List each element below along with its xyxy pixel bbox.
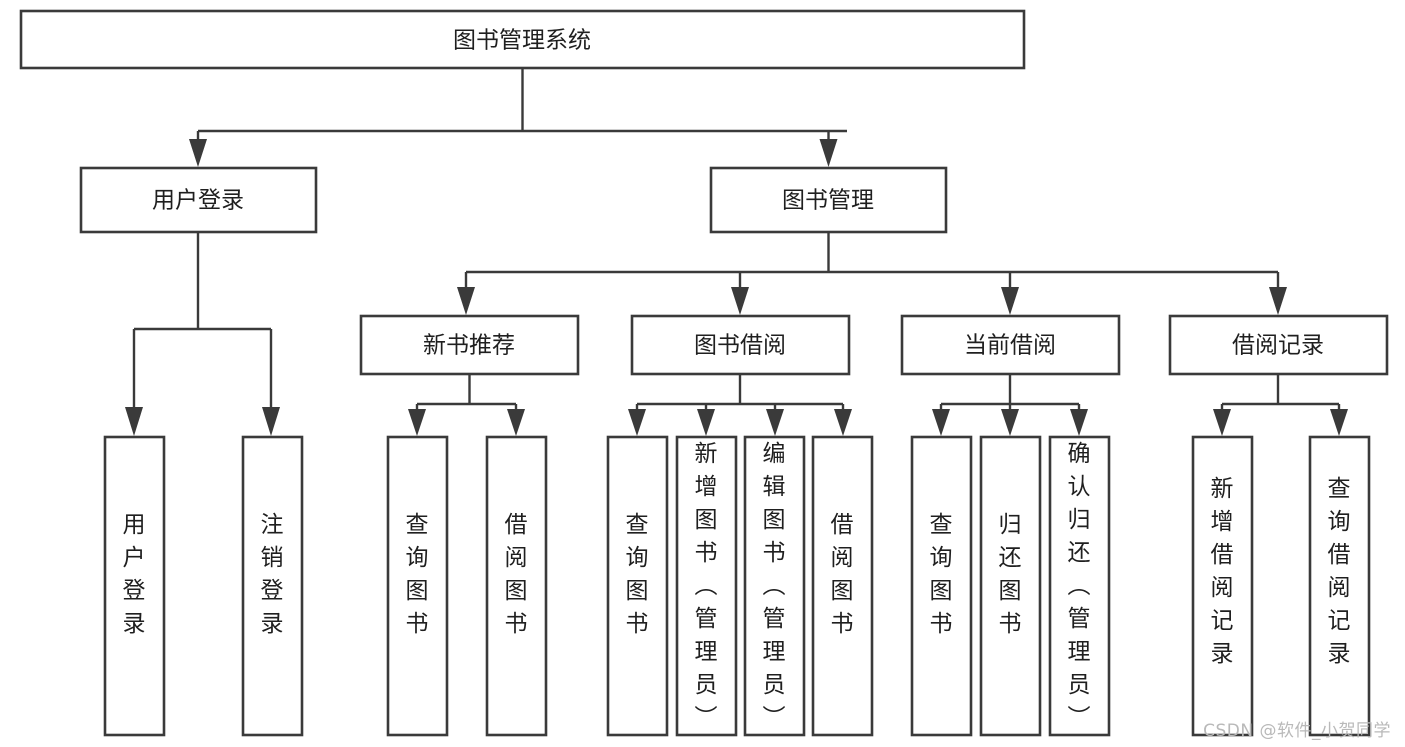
leaf-node[interactable]: 查询借阅记录 — [1308, 435, 1371, 737]
node-book-borrow[interactable]: 图书借阅 — [630, 314, 851, 376]
node-book-manage[interactable]: 图书管理 — [709, 166, 948, 234]
arrow-head-borrowrecord-leaf-2 — [1330, 409, 1348, 436]
leaf-box-currentborrow-confirm-return — [1048, 435, 1111, 737]
node-root-system[interactable]: 图书管理系统 — [19, 9, 1026, 70]
leaf-box-newbook-borrow-book — [485, 435, 548, 737]
leaf-label-currentborrow-return-book: 归还图书 — [999, 512, 1022, 637]
leaf-node[interactable]: 查询图书 — [386, 435, 449, 737]
arrow-head-bookborrow-leaf-4 — [834, 409, 852, 436]
node-new-book-recommend-label: 新书推荐 — [423, 333, 515, 359]
leaf-label-user-login: 用户登录 — [123, 512, 146, 637]
arrow-head-leaf-user-login — [125, 407, 143, 436]
leaf-node[interactable]: 归还图书 — [979, 435, 1042, 737]
arrow-head-currentborrow-leaf-3 — [1070, 409, 1088, 436]
leaf-node[interactable]: 注销登录 — [241, 435, 304, 737]
leaf-box-borrowrecord-query-record — [1308, 435, 1371, 737]
arrow-head-borrow-record — [1269, 287, 1287, 315]
node-current-borrow-box — [900, 314, 1121, 376]
arrow-head-currentborrow-leaf-1 — [932, 409, 950, 436]
node-new-book-recommend[interactable]: 新书推荐 — [359, 314, 580, 376]
leaf-label-logout: 注销登录 — [261, 512, 284, 637]
leaf-label-newbook-borrow-book: 借阅图书 — [505, 512, 528, 637]
arrow-head-newbook-leaf-1 — [408, 409, 426, 436]
arrow-head-borrowrecord-leaf-1 — [1213, 409, 1231, 436]
arrow-head-user-login — [189, 139, 207, 167]
node-new-book-recommend-box — [359, 314, 580, 376]
leaf-label-bookborrow-query-book: 查询图书 — [626, 512, 649, 637]
leaf-node[interactable]: 借阅图书 — [485, 435, 548, 737]
node-user-login-box — [79, 166, 318, 234]
connector-group-current-borrow — [932, 374, 1088, 436]
arrow-head-new-book — [457, 287, 475, 315]
leaf-label-newbook-query-book: 查询图书 — [406, 512, 429, 637]
node-root-box — [19, 9, 1026, 70]
node-book-manage-label: 图书管理 — [782, 188, 874, 214]
leaf-label-currentborrow-query-book: 查询图书 — [930, 512, 953, 637]
leaf-label-borrowrecord-query-record: 查询借阅记录 — [1328, 476, 1351, 667]
connector-group-root — [189, 68, 847, 167]
arrow-head-newbook-leaf-2 — [507, 409, 525, 436]
node-user-login-label: 用户登录 — [152, 188, 244, 214]
leaf-box-bookborrow-add-book — [675, 435, 738, 737]
leaf-box-newbook-query-book — [386, 435, 449, 737]
node-borrow-record[interactable]: 借阅记录 — [1168, 314, 1389, 376]
leaf-node[interactable]: 用户登录 — [103, 435, 166, 737]
arrow-head-current-borrow — [1001, 287, 1019, 315]
node-book-manage-box — [709, 166, 948, 234]
arrow-head-book-manage — [819, 139, 838, 167]
arrow-head-bookborrow-leaf-3 — [766, 409, 784, 436]
arrow-head-bookborrow-leaf-2 — [697, 409, 715, 436]
leaf-box-bookborrow-edit-book — [743, 435, 806, 737]
arrow-head-currentborrow-leaf-2 — [1001, 409, 1019, 436]
leaf-label-bookborrow-add-book: 新增图书︵管理员︶ — [695, 441, 718, 731]
node-root-label: 图书管理系统 — [453, 28, 591, 54]
node-book-borrow-box — [630, 314, 851, 376]
connector-group-book-manage — [457, 232, 1287, 315]
leaf-box-bookborrow-query-book — [606, 435, 669, 737]
connector-group-borrow-record — [1213, 374, 1348, 436]
leaf-label-currentborrow-confirm-return: 确认归还︵管理员︶ — [1068, 441, 1091, 731]
leaf-node[interactable]: 确认归还︵管理员︶ — [1048, 435, 1111, 737]
node-borrow-record-label: 借阅记录 — [1232, 333, 1324, 359]
leaf-label-bookborrow-edit-book: 编辑图书︵管理员︶ — [763, 441, 786, 731]
connector-group-book-borrow — [628, 374, 852, 436]
arrow-head-bookborrow-leaf-1 — [628, 409, 646, 436]
leaf-node[interactable]: 新增借阅记录 — [1191, 435, 1254, 737]
node-current-borrow-label: 当前借阅 — [964, 333, 1056, 359]
leaf-box-bookborrow-borrow-book — [811, 435, 874, 737]
node-current-borrow[interactable]: 当前借阅 — [900, 314, 1121, 376]
connector-group-new-book-recommend — [408, 374, 525, 436]
leaf-box-borrowrecord-add-record — [1191, 435, 1254, 737]
leaf-box-logout — [241, 435, 304, 737]
leaf-node[interactable]: 查询图书 — [606, 435, 669, 737]
connector-group-user-login — [125, 232, 280, 436]
leaf-box-currentborrow-query-book — [910, 435, 973, 737]
leaf-node[interactable]: 查询图书 — [910, 435, 973, 737]
node-book-borrow-label: 图书借阅 — [694, 333, 786, 359]
leaf-label-borrowrecord-add-record: 新增借阅记录 — [1211, 476, 1234, 667]
node-borrow-record-box — [1168, 314, 1389, 376]
leaf-box-user-login — [103, 435, 166, 737]
leaf-box-currentborrow-return-book — [979, 435, 1042, 737]
leaf-node[interactable]: 编辑图书︵管理员︶ — [743, 435, 806, 737]
arrow-head-leaf-logout — [262, 407, 280, 436]
leaf-label-bookborrow-borrow-book: 借阅图书 — [831, 512, 854, 637]
node-user-login[interactable]: 用户登录 — [79, 166, 318, 234]
leaf-node[interactable]: 新增图书︵管理员︶ — [675, 435, 738, 737]
leaf-node[interactable]: 借阅图书 — [811, 435, 874, 737]
arrow-head-book-borrow — [731, 287, 749, 315]
